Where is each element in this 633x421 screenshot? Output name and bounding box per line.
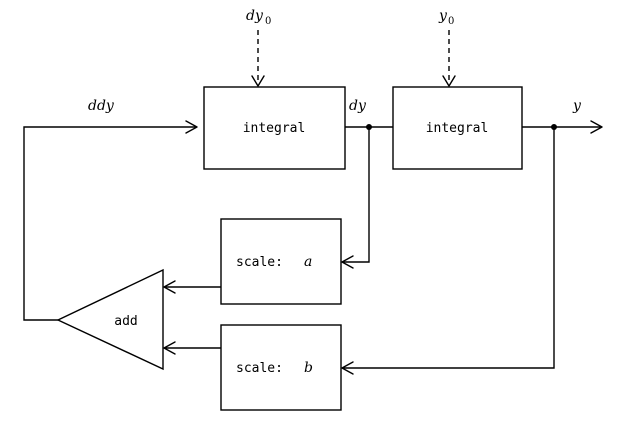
y-output-label: y [572,98,582,114]
adder-label: add [114,314,137,329]
scale-b-variable: b [304,360,313,376]
dy0-label: dy [246,8,264,24]
feedback-wire [23,126,196,321]
integral-block-1 [203,86,346,170]
scale-a-input-arrowhead [341,255,354,269]
integral-block-2-label: integral [426,121,489,136]
scale-b-block [220,324,342,411]
ddy-label: ddy [88,98,115,114]
adder-triangle [56,268,164,371]
scale-a-block [220,218,342,305]
dy-label: dy [349,98,367,114]
adder-input-b-arrowhead [163,341,176,355]
scale-b-label: scale: [236,361,283,376]
y0-label: y [438,8,448,24]
scale-a-label: scale: [236,255,283,270]
dy0-subscript: 0 [265,16,271,27]
y-branch-wire [343,127,555,369]
scale-a-variable: a [304,254,312,270]
y0-subscript: 0 [448,16,454,27]
dy0-arrowhead [251,75,265,87]
adder-input-a-arrowhead [163,280,176,294]
y0-arrowhead [442,75,456,87]
y-output-arrowhead [590,120,603,134]
scale-b-input-arrowhead [341,361,354,375]
dy-branch-wire [343,127,370,263]
integral-block-1-label: integral [243,121,306,136]
integral-block-2 [392,86,523,170]
feedback-arrowhead [185,120,198,134]
